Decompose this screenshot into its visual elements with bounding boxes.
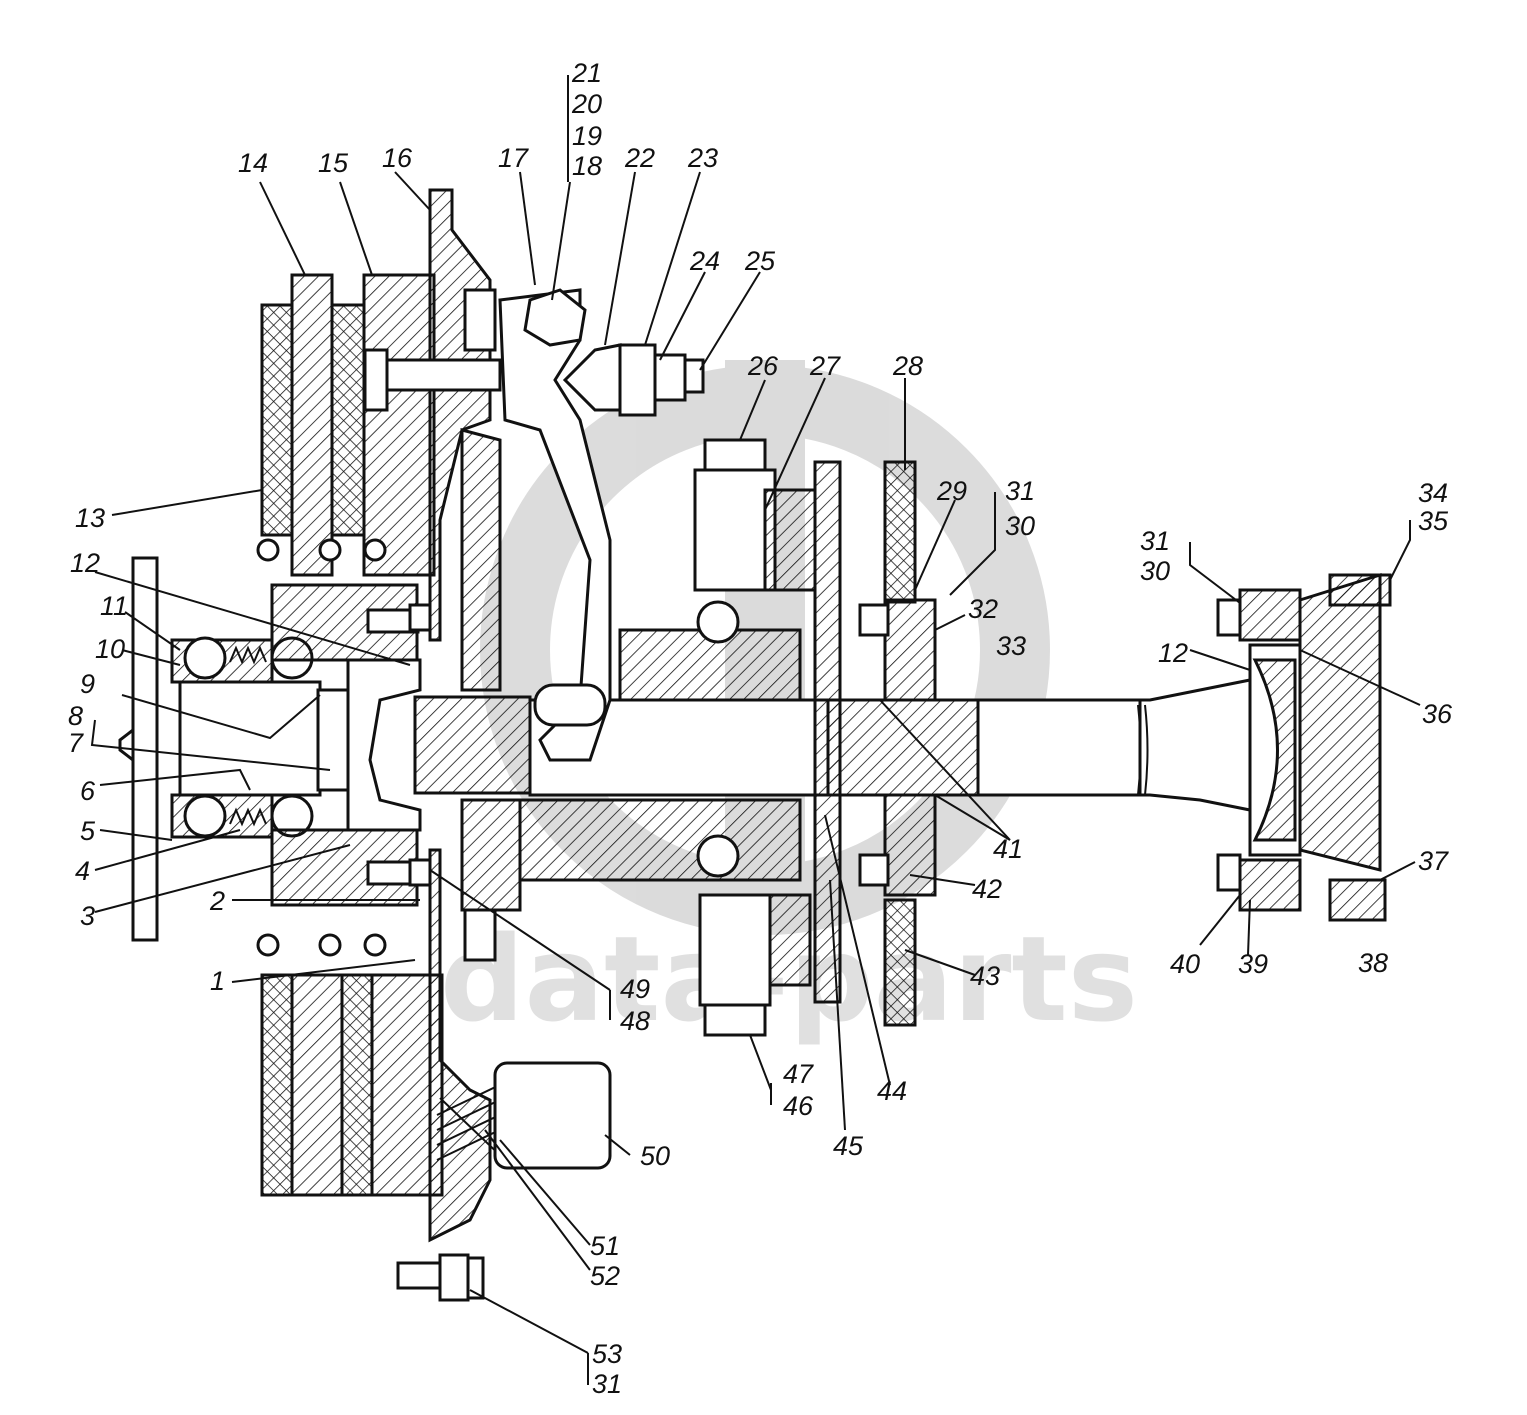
callout-c1: 1 <box>210 966 225 996</box>
callout-c14: 14 <box>238 148 268 178</box>
callout-c11: 11 <box>100 591 128 621</box>
callout-c7: 7 <box>68 728 84 758</box>
callout-c45: 45 <box>833 1131 864 1161</box>
adjuster-bolt <box>562 343 705 417</box>
callout-c52: 52 <box>590 1261 620 1291</box>
bearing-housing-lower <box>518 798 812 1037</box>
right-flange <box>1216 572 1392 922</box>
callout-c43: 43 <box>970 961 1000 991</box>
callout-c50: 50 <box>640 1141 670 1171</box>
callout-c36: 36 <box>1422 699 1453 729</box>
callout-c16: 16 <box>382 143 413 173</box>
callout-c51: 51 <box>590 1231 620 1261</box>
return-spring <box>436 1061 612 1170</box>
callout-c31: 31 <box>1005 476 1035 506</box>
callout-c21: 21 <box>571 58 602 88</box>
callout-c13: 13 <box>75 503 105 533</box>
pulley <box>858 460 937 1027</box>
callout-c27: 27 <box>809 351 841 381</box>
callout-c30: 30 <box>1005 511 1035 541</box>
callout-c6: 6 <box>80 776 96 806</box>
callout-c22: 22 <box>624 143 655 173</box>
callout-c40: 40 <box>1170 949 1200 979</box>
bearing-hub <box>170 636 350 839</box>
callout-c39: 39 <box>1238 949 1268 979</box>
central-hub <box>270 583 432 907</box>
callout-c46: 46 <box>783 1091 814 1121</box>
callout-c9: 9 <box>80 669 95 699</box>
callout-c3: 3 <box>80 901 95 931</box>
callout-c2: 2 <box>209 886 225 916</box>
callout-c31b: 31 <box>1140 526 1170 556</box>
bearing-housing-upper <box>618 438 842 1004</box>
callout-c20: 20 <box>571 89 602 119</box>
release-lever <box>498 288 612 762</box>
callout-c30b: 30 <box>1140 556 1170 586</box>
connecting-rod <box>363 348 502 412</box>
callout-c31c: 31 <box>592 1369 622 1399</box>
callout-c53: 53 <box>592 1339 622 1369</box>
callout-c32: 32 <box>968 594 998 624</box>
callout-c10: 10 <box>95 634 125 664</box>
callout-c19: 19 <box>572 121 602 151</box>
callout-c12: 12 <box>70 548 100 578</box>
callout-c35: 35 <box>1418 506 1449 536</box>
callout-c48: 48 <box>620 1006 650 1036</box>
callout-c29: 29 <box>936 476 967 506</box>
callout-c41: 41 <box>993 834 1023 864</box>
callout-c44: 44 <box>877 1076 907 1106</box>
callout-c12b: 12 <box>1158 638 1188 668</box>
callout-c24: 24 <box>689 246 720 276</box>
pressure-housing <box>428 188 522 1243</box>
callout-c49: 49 <box>620 974 650 1004</box>
callout-c34: 34 <box>1418 478 1448 508</box>
callout-c15: 15 <box>318 148 349 178</box>
callout-c25: 25 <box>744 246 776 276</box>
callout-c26: 26 <box>747 351 779 381</box>
callout-c42: 42 <box>972 874 1002 904</box>
callout-c38: 38 <box>1358 948 1388 978</box>
callout-c47: 47 <box>783 1059 814 1089</box>
callout-c17: 17 <box>498 143 529 173</box>
callout-c18: 18 <box>572 151 602 181</box>
callout-c28: 28 <box>892 351 923 381</box>
callout-c8: 8 <box>68 701 83 731</box>
bottom-bolt <box>396 1253 485 1302</box>
callout-c5: 5 <box>80 816 96 846</box>
callout-c4: 4 <box>75 856 90 886</box>
leader-lines <box>90 75 1421 1385</box>
callout-c23: 23 <box>687 143 718 173</box>
callout-c37: 37 <box>1418 846 1449 876</box>
callout-c33: 33 <box>996 631 1026 661</box>
